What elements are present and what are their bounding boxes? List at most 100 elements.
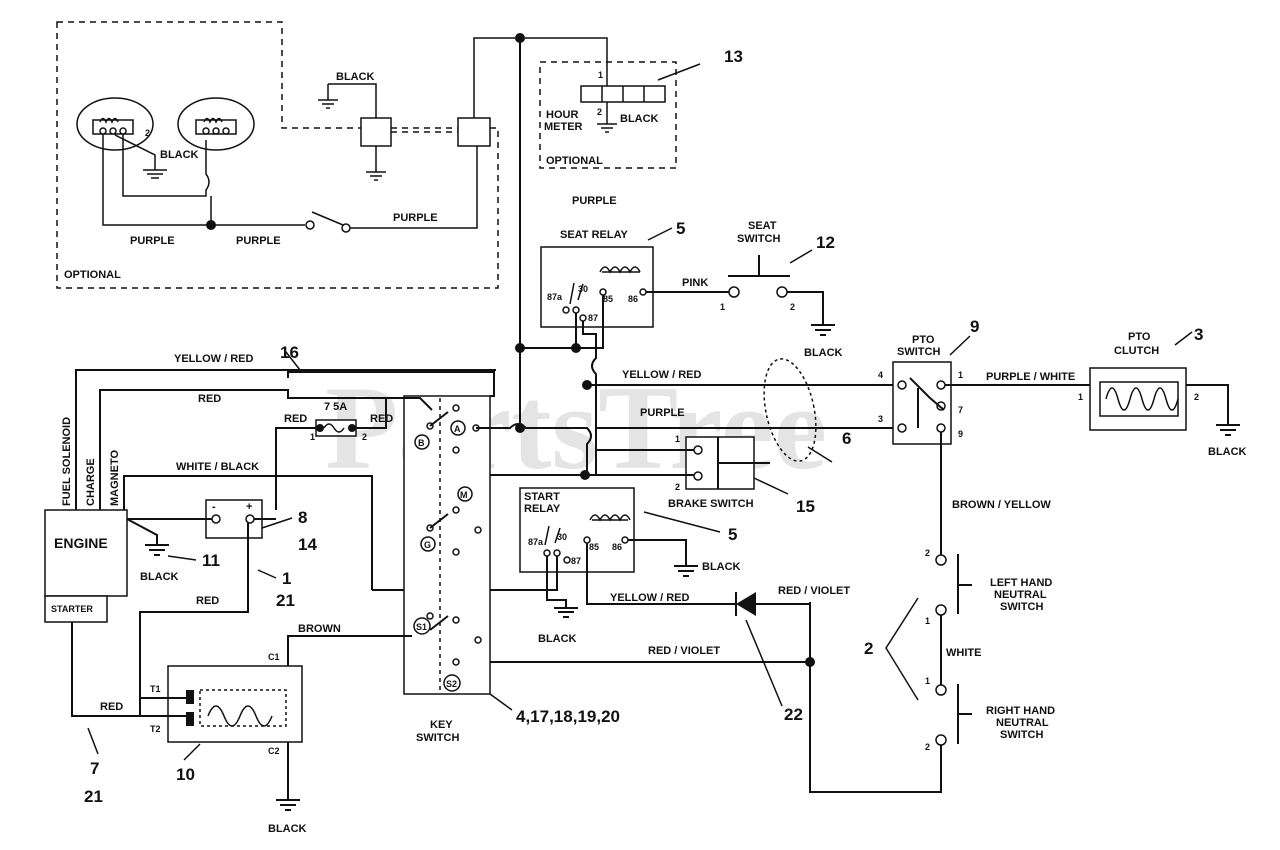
callout-13: 13 — [724, 47, 743, 66]
callout-2: 2 — [864, 639, 873, 658]
seat-relay: SEAT RELAY 87a 30 87 85 86 5 — [540, 219, 685, 328]
label-optional-lights: OPTIONAL — [64, 269, 121, 281]
right-neutral-t1: 1 — [925, 676, 930, 686]
key-terminal-m: M — [460, 490, 468, 500]
callout-22: 22 — [784, 705, 803, 724]
clutch-coil-icon — [1105, 387, 1179, 411]
callout-6: 6 — [842, 429, 851, 448]
brake-switch-label: BRAKE SWITCH — [668, 498, 754, 510]
key-terminal-b: B — [418, 438, 425, 448]
battery-minus: - — [212, 501, 216, 513]
wire-label-purple-b: PURPLE — [236, 235, 281, 247]
fuse-rating: 7 5A — [324, 401, 347, 413]
pto-switch-t3: 3 — [878, 414, 883, 424]
brake-switch-t2: 2 — [675, 482, 680, 492]
hour-meter-label-2: METER — [544, 121, 583, 133]
connector-a — [360, 117, 392, 147]
left-neutral-t2: 2 — [925, 548, 930, 558]
light-switch-icon — [311, 211, 344, 226]
start-relay-87a: 87a — [528, 537, 544, 547]
left-neutral-switch: 2 1 LEFT HAND NEUTRAL SWITCH — [925, 548, 1052, 626]
right-neutral-label-3: SWITCH — [1000, 729, 1043, 741]
seat-switch-t2: 2 — [790, 302, 795, 312]
wire-label-purple-c: PURPLE — [393, 212, 438, 224]
wire-label-white-black: WHITE / BLACK — [176, 461, 259, 473]
wire-label-yellow-red-top: YELLOW / RED — [174, 353, 254, 365]
seat-relay-85: 85 — [603, 294, 613, 304]
headlight-left-icon — [76, 97, 154, 151]
right-neutral-label-2: NEUTRAL — [996, 717, 1049, 729]
seat-relay-label: SEAT RELAY — [560, 229, 629, 241]
pto-clutch-label-2: CLUTCH — [1114, 345, 1159, 357]
callout-1: 1 — [282, 569, 291, 588]
hour-meter-terminal-1: 1 — [598, 70, 603, 80]
callout-7: 7 — [90, 759, 99, 778]
pto-switch-t1: 1 — [958, 370, 963, 380]
callout-5-seat: 5 — [676, 219, 685, 238]
key-terminal-s2: S2 — [446, 679, 457, 689]
fuse-t1: 1 — [310, 432, 315, 442]
wire-label-black-clutch: BLACK — [1208, 446, 1247, 458]
wire-label-brown: BROWN — [298, 623, 341, 635]
wire-label-black-start2: BLACK — [538, 633, 577, 645]
solenoid-t2: T2 — [150, 724, 161, 734]
callout-21-top: 21 — [276, 591, 295, 610]
seat-relay-87a: 87a — [547, 292, 563, 302]
starter-label: STARTER — [51, 604, 93, 614]
label-optional-meter: OPTIONAL — [546, 155, 603, 167]
wire-label-purple-pto: PURPLE — [640, 407, 685, 419]
fuse: 7 5A 1 2 — [310, 401, 367, 442]
wire-label-black-solenoid: BLACK — [268, 823, 307, 835]
wire-label-yellow-red-diode: YELLOW / RED — [610, 592, 690, 604]
callout-12: 12 — [816, 233, 835, 252]
right-neutral-label-1: RIGHT HAND — [986, 705, 1055, 717]
wire-label-red-fuse-in: RED — [284, 413, 307, 425]
pto-switch-t4: 4 — [878, 370, 883, 380]
left-neutral-label-2: NEUTRAL — [994, 589, 1047, 601]
wire-label-pink: PINK — [682, 277, 708, 289]
wire-label-black-start: BLACK — [702, 561, 741, 573]
callout-5-start: 5 — [728, 525, 737, 544]
pto-switch-label-1: PTO — [912, 334, 935, 346]
pto-switch-t9: 9 — [958, 429, 963, 439]
fuse-t2: 2 — [362, 432, 367, 442]
key-terminal-g: G — [424, 540, 431, 550]
pto-switch-label-2: SWITCH — [897, 346, 940, 358]
wire-label-black-ground: BLACK — [140, 571, 179, 583]
battery-plus: + — [246, 501, 252, 513]
wire-label-black-conn: BLACK — [336, 71, 375, 83]
engine-label: ENGINE — [54, 535, 108, 551]
callout-8: 8 — [298, 508, 307, 527]
key-contact-3-icon — [429, 615, 449, 631]
callout-3: 3 — [1194, 325, 1203, 344]
callout-21-bottom: 21 — [84, 787, 103, 806]
wire-label-red-violet-a: RED / VIOLET — [778, 585, 850, 597]
pto-clutch-t2: 2 — [1194, 392, 1199, 402]
pto-switch-t7: 7 — [958, 405, 963, 415]
start-relay-label-1: START — [524, 491, 560, 503]
start-relay-85: 85 — [589, 542, 599, 552]
callout-11: 11 — [202, 551, 220, 570]
callout-14: 14 — [298, 535, 317, 554]
callout-10: 10 — [176, 765, 195, 784]
start-relay-86: 86 — [612, 542, 622, 552]
magneto-label: MAGNETO — [109, 450, 121, 506]
battery: - + 8 14 — [205, 499, 317, 554]
key-contact-2-icon — [429, 513, 449, 529]
key-contact-1-icon — [429, 411, 449, 427]
wire-label-red-violet-b: RED / VIOLET — [648, 645, 720, 657]
wire-label-black-seat: BLACK — [804, 347, 843, 359]
seat-switch-label-1: SEAT — [748, 220, 777, 232]
key-terminal-a: A — [454, 424, 461, 434]
headlight-right-icon — [177, 97, 255, 151]
wire-label-purple-white: PURPLE / WHITE — [986, 371, 1075, 383]
right-neutral-switch: 1 2 RIGHT HAND NEUTRAL SWITCH — [925, 676, 1055, 752]
lamp-terminal-2: 2 — [145, 128, 150, 138]
charge-label: CHARGE — [85, 458, 97, 506]
solenoid-coil-icon — [207, 705, 273, 727]
start-relay-87: 87 — [571, 556, 581, 566]
connector-b — [457, 117, 491, 147]
pto-clutch-label-1: PTO — [1128, 331, 1151, 343]
hour-meter-label-1: HOUR — [546, 109, 578, 121]
pto-clutch-t1: 1 — [1078, 392, 1083, 402]
